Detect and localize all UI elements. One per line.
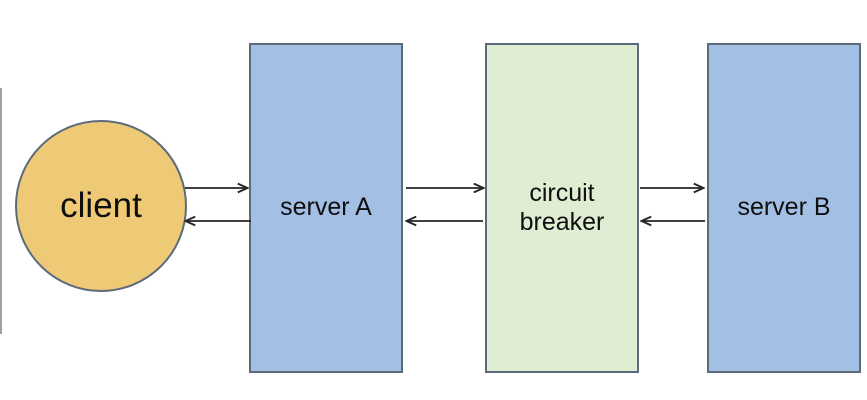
- node-circuit-breaker-label: circuit breaker: [519, 178, 605, 237]
- node-server-b-label: server B: [737, 193, 831, 222]
- node-server-a-label: server A: [280, 193, 372, 222]
- left-edge-artifact-line: [0, 88, 2, 334]
- node-client: client: [15, 120, 187, 292]
- node-server-a: server A: [249, 43, 403, 373]
- node-client-label: client: [60, 186, 142, 226]
- node-circuit-breaker: circuit breaker: [485, 43, 639, 373]
- node-server-b: server B: [707, 43, 861, 373]
